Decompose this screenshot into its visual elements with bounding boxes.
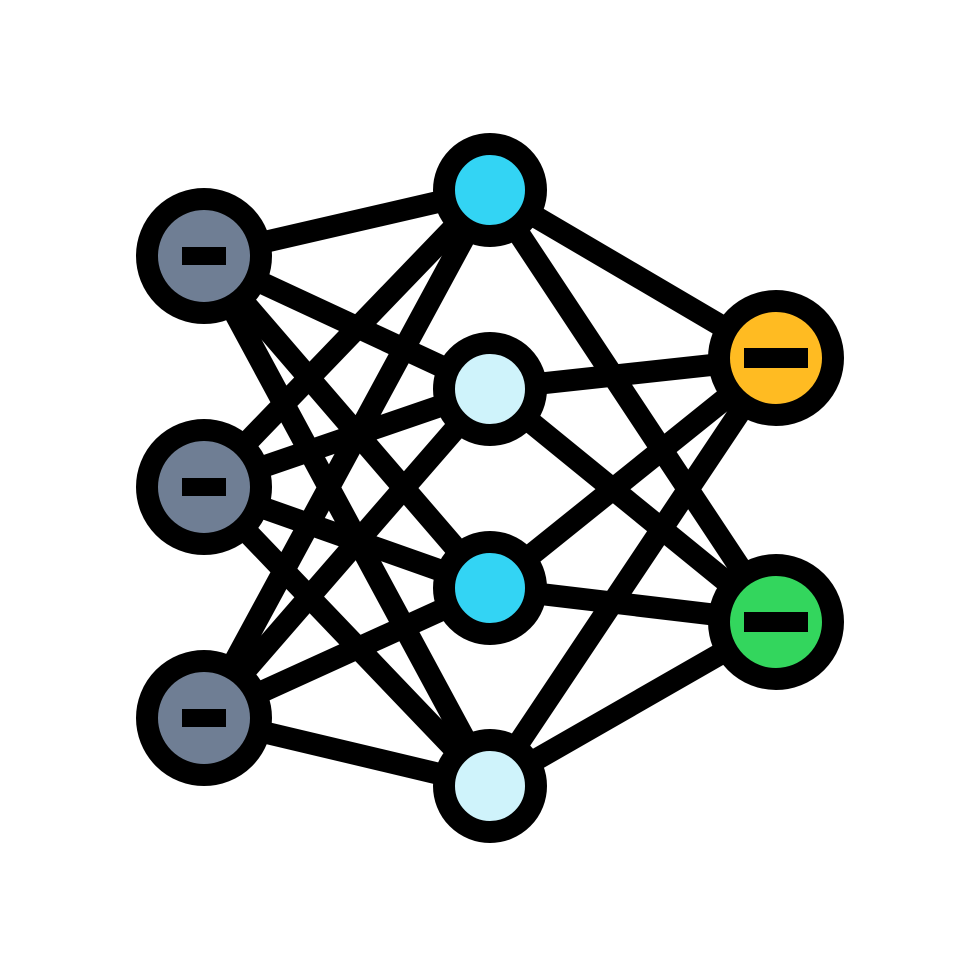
- hidden-node-circle: [433, 332, 547, 446]
- input-node-in2: [136, 419, 272, 555]
- connection-edge-in1-h4: [193, 245, 501, 797]
- minus-icon: [182, 478, 226, 496]
- connection-edge-h4-out1: [479, 347, 787, 797]
- hidden-node-circle: [433, 729, 547, 843]
- connection-edge-in1-h3: [193, 245, 501, 599]
- node-group: [136, 133, 844, 843]
- minus-icon: [182, 247, 226, 265]
- input-node-in1: [136, 188, 272, 324]
- output-node-out2: [708, 554, 844, 690]
- hidden-node-h3: [433, 531, 547, 645]
- minus-icon: [744, 612, 808, 632]
- connection-group: [193, 179, 787, 797]
- connection-edge-in3-h2: [193, 378, 501, 729]
- connection-edge-in2-h1: [193, 179, 501, 498]
- input-node-in3: [136, 650, 272, 786]
- minus-icon: [744, 348, 808, 368]
- connection-edge-h1-out2: [479, 179, 787, 633]
- hidden-node-h1: [433, 133, 547, 247]
- hidden-node-circle: [433, 531, 547, 645]
- connection-edge-in2-h4: [193, 476, 501, 797]
- hidden-node-circle: [433, 133, 547, 247]
- connection-edge-in3-h1: [193, 179, 501, 729]
- hidden-node-h2: [433, 332, 547, 446]
- minus-icon: [182, 709, 226, 727]
- output-node-out1: [708, 290, 844, 426]
- hidden-node-h4: [433, 729, 547, 843]
